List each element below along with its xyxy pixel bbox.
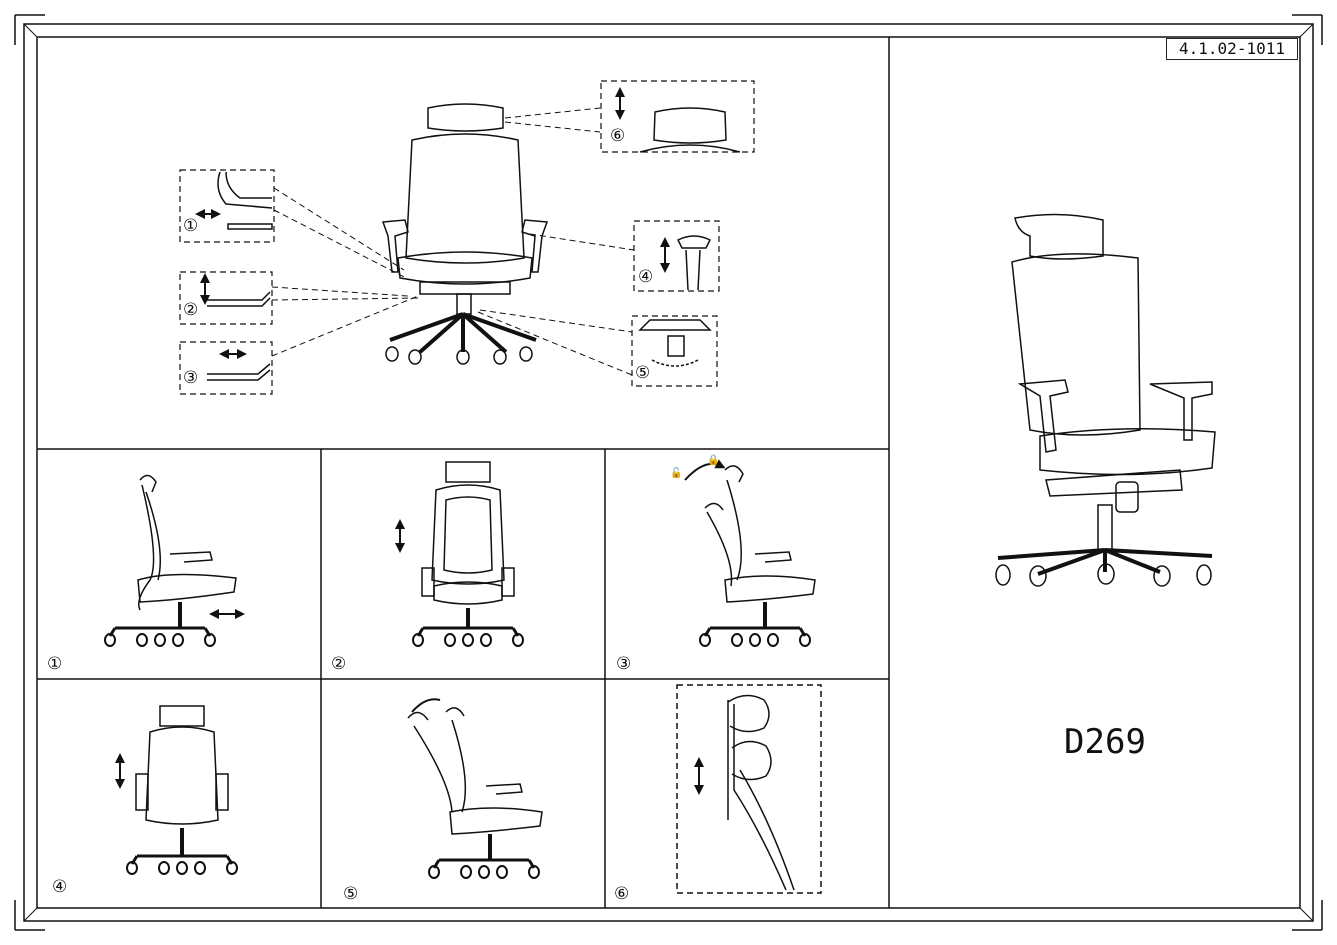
panel-6-label: ⑥ xyxy=(614,884,630,904)
crop-marks xyxy=(14,14,1323,931)
panel-4-label: ④ xyxy=(52,877,68,897)
panel-1-label: ① xyxy=(47,654,63,674)
panel-5-chair xyxy=(407,698,543,880)
callout-boxes xyxy=(179,80,755,395)
panel-1-chair xyxy=(103,474,245,648)
panel-5-label: ⑤ xyxy=(343,884,359,904)
callout-5-label: ⑤ xyxy=(635,363,651,383)
callout-2-label: ② xyxy=(183,300,199,320)
lock-icon: 🔒 xyxy=(707,455,720,466)
callout-3-label: ③ xyxy=(183,368,199,388)
callout-4-label: ④ xyxy=(638,267,654,287)
model-number: D269 xyxy=(1064,722,1146,762)
callout-1-label: ① xyxy=(183,216,199,236)
callout-details xyxy=(195,87,741,381)
chair-perspective xyxy=(995,213,1216,587)
panel-2-chair xyxy=(395,461,525,648)
panel-6-detail xyxy=(676,684,822,894)
document-code: 4.1.02-1011 xyxy=(1166,38,1298,60)
panel-3-label: ③ xyxy=(616,654,632,674)
leader-lines xyxy=(271,107,635,376)
main-chair-front xyxy=(381,103,549,365)
callout-6-label: ⑥ xyxy=(610,126,626,146)
unlock-icon: 🔓 xyxy=(670,468,683,479)
panel-3-chair xyxy=(684,459,816,648)
panel-2-label: ② xyxy=(331,654,347,674)
panel-4-chair xyxy=(115,705,239,876)
